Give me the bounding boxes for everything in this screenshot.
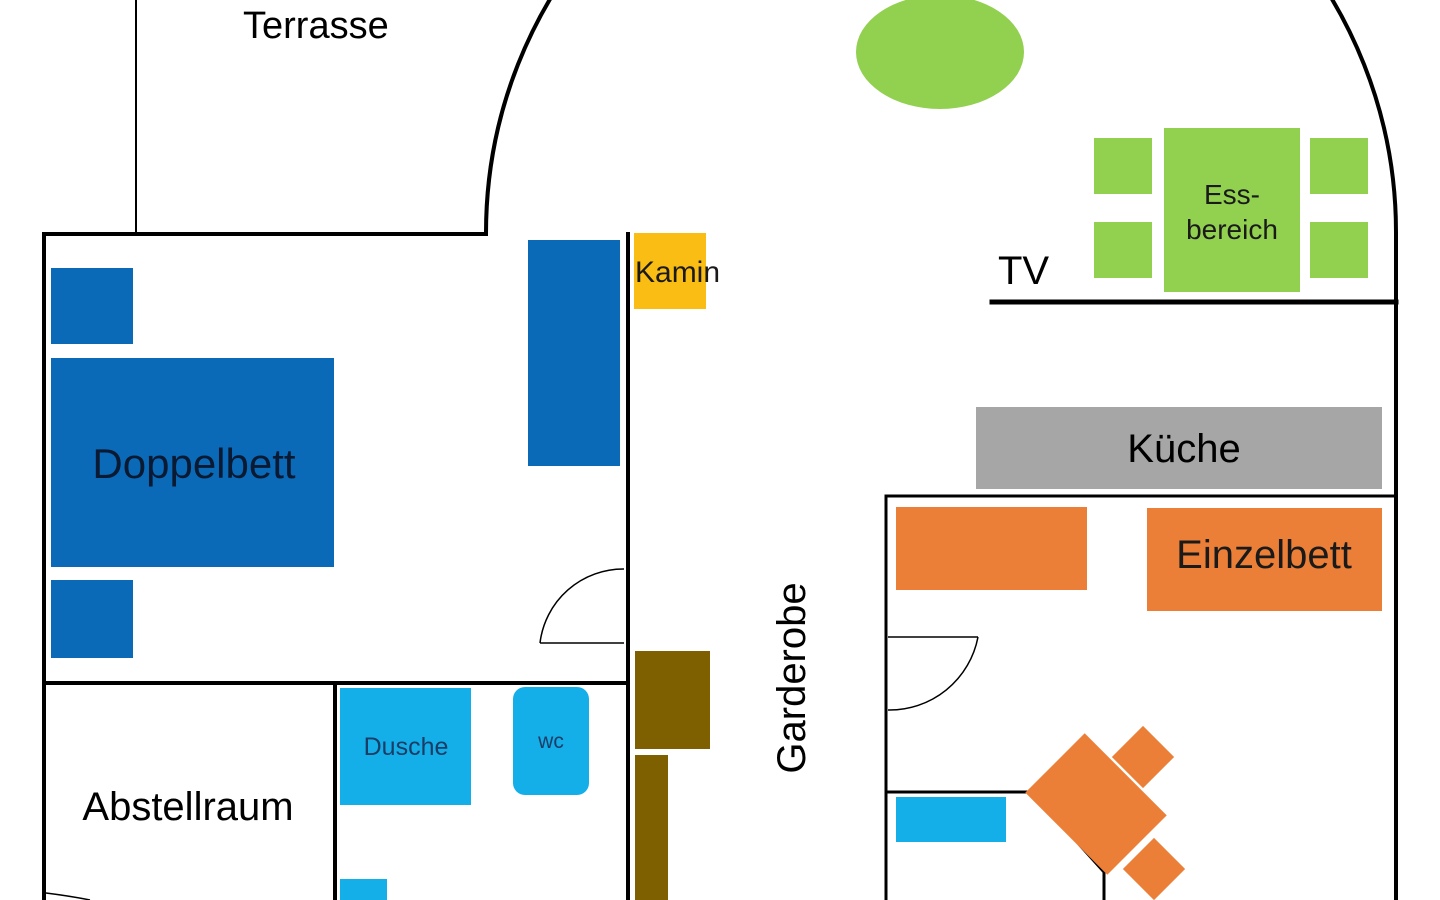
tv-label: TV: [998, 249, 1049, 293]
dining-chair: [1310, 222, 1368, 278]
dining-chair: [1094, 138, 1152, 194]
plant-circle: [856, 0, 1024, 109]
wardrobe-label: Garderobe: [770, 582, 814, 773]
shower: [340, 688, 471, 805]
nightstand: [51, 268, 133, 344]
wardrobe-cabinet: [635, 651, 710, 749]
bedroom-furniture: [51, 240, 620, 658]
fireplace: [634, 233, 706, 309]
single-bed: [1147, 508, 1382, 611]
storage-room-label: Abstellraum: [82, 785, 293, 829]
single-bed-label: Einzelbett: [1176, 533, 1352, 577]
double-bed-label: Doppelbett: [92, 440, 295, 487]
double-bed: [51, 358, 334, 567]
single-room-wall: [884, 494, 1398, 900]
desk: [896, 507, 1087, 590]
dining-table: [1164, 128, 1300, 292]
wardrobe-rack: [635, 755, 668, 900]
left-exterior-wall: [42, 232, 488, 900]
bedroom-door-swing: [539, 568, 625, 644]
wc-label: wc: [537, 730, 564, 753]
bathroom-fixtures: [340, 687, 589, 900]
bay-window-arc-wall: [483, 0, 1398, 900]
sink: [340, 879, 387, 900]
walls: [42, 0, 1399, 900]
toilet: [513, 687, 589, 795]
shower-label: Dusche: [364, 733, 449, 761]
dining-area: [1094, 128, 1368, 292]
dining-area-label-line2: bereich: [1186, 214, 1278, 245]
doors: [45, 568, 979, 900]
terrace-label: Terrasse: [243, 5, 389, 47]
fireplace-label: Kamin: [635, 256, 720, 289]
nightstand: [51, 580, 133, 658]
ensuite-sink: [896, 797, 1006, 842]
bedroom-wardrobe: [528, 240, 620, 466]
kitchen-counter: [976, 407, 1382, 489]
hallway-wardrobe: [635, 651, 710, 900]
dining-chair: [1310, 138, 1368, 194]
storage-door-swing: [45, 892, 91, 900]
corner-table: [1025, 733, 1167, 875]
dining-area-label-line1: Ess-: [1204, 179, 1260, 210]
single-room-door-swing: [887, 636, 979, 711]
dining-chair: [1094, 222, 1152, 278]
kitchen-label: Küche: [1127, 427, 1240, 471]
